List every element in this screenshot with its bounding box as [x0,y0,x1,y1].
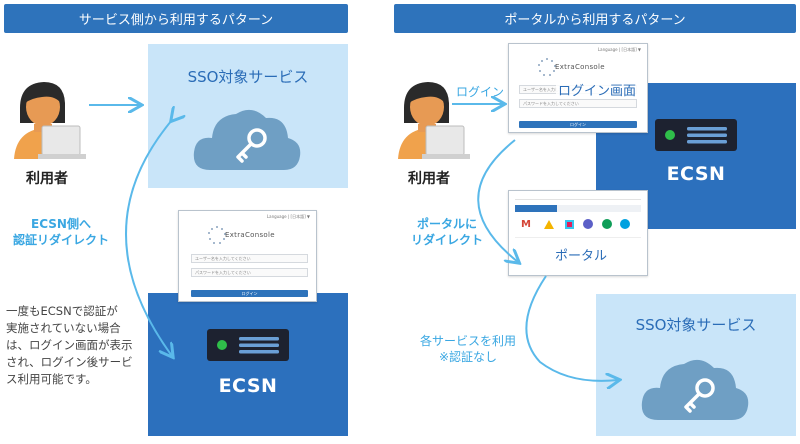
language-selector[interactable]: Language | [日本語] ▼ [266,214,310,219]
note-line: 実施されていない場合 [6,321,121,335]
portal-label: ポータル [553,245,610,264]
sso-to-ecsn-redirect-arrow [125,120,172,356]
redirect-label: ECSN側へ 認証リダイレクト [6,216,116,248]
service-app-icons: M [521,219,630,230]
sso-service-title: SSO対象サービス [187,68,309,86]
user-label: 利用者 [26,171,68,187]
note-line: され、ログイン後サービ [6,355,133,369]
login-to-portal-arrow [477,139,518,262]
use-services-line-2: ※認証なし [438,350,498,364]
portal-redirect-line-2: リダイレクト [410,233,483,247]
ecsn-label: ECSN [218,375,278,397]
left-section-header: サービス側から利用するパターン [4,4,348,33]
logo-text: ExtraConsole [225,231,275,239]
portal-screen-thumbnail: M [508,190,648,276]
login-screen-thumbnail: Language | [日本語] ▼ ExtraConsole ユーザー名を入力… [178,210,317,302]
language-selector[interactable]: Language | [日本語] ▼ [597,47,641,52]
user-label: 利用者 [408,171,450,187]
ecsn-label: ECSN [666,163,726,185]
note-text: 一度もECSNで認証が 実施されていない場合 は、ログイン画面が表示 され、ログ… [6,303,146,388]
note-line: は、ログイン画面が表示 [6,338,133,352]
username-field[interactable]: ユーザー名を入力してください [191,254,308,263]
dots-logo-icon [208,226,226,244]
portal-to-sso-arrow [525,275,618,381]
login-button[interactable]: ログイン [191,290,308,297]
use-services-label: 各サービスを利用 ※認証なし [410,333,526,365]
sso-service-title: SSO対象サービス [635,316,757,334]
dots-logo-icon [538,58,556,76]
portal-active-tab[interactable] [515,205,557,212]
svg-text:M: M [521,219,531,230]
portal-topbar [515,195,641,200]
password-field[interactable]: パスワードを入力してください [191,268,308,277]
logo-text: ExtraConsole [555,63,605,71]
person-with-laptop-icon [398,82,470,159]
cloud-key-icon [193,109,301,170]
use-services-line-1: 各サービスを利用 [419,334,516,348]
right-section-header: ポータルから利用するパターン [394,4,796,33]
password-field[interactable]: パスワードを入力してください [519,99,637,108]
sso-service-box: SSO対象サービス [596,294,796,436]
person-with-laptop-icon [14,82,86,159]
portal-redirect-line-1: ポータルに [416,217,477,231]
portal-divider [515,237,641,238]
server-icon [207,329,289,361]
portal-redirect-label: ポータルに リダイレクト [394,216,500,248]
redirect-label-line-1: ECSN側へ [31,217,91,231]
note-line: ス利用可能です。 [6,372,97,386]
server-icon [655,119,737,151]
note-line: 一度もECSNで認証が [6,304,118,318]
login-arrow-label: ログイン [455,85,504,99]
login-button[interactable]: ログイン [519,121,637,128]
portal-tab-bar [515,205,641,212]
login-screen-title: ログイン画面 [556,80,639,99]
cloud-key-icon [641,359,749,420]
redirect-label-line-2: 認証リダイレクト [12,233,109,247]
